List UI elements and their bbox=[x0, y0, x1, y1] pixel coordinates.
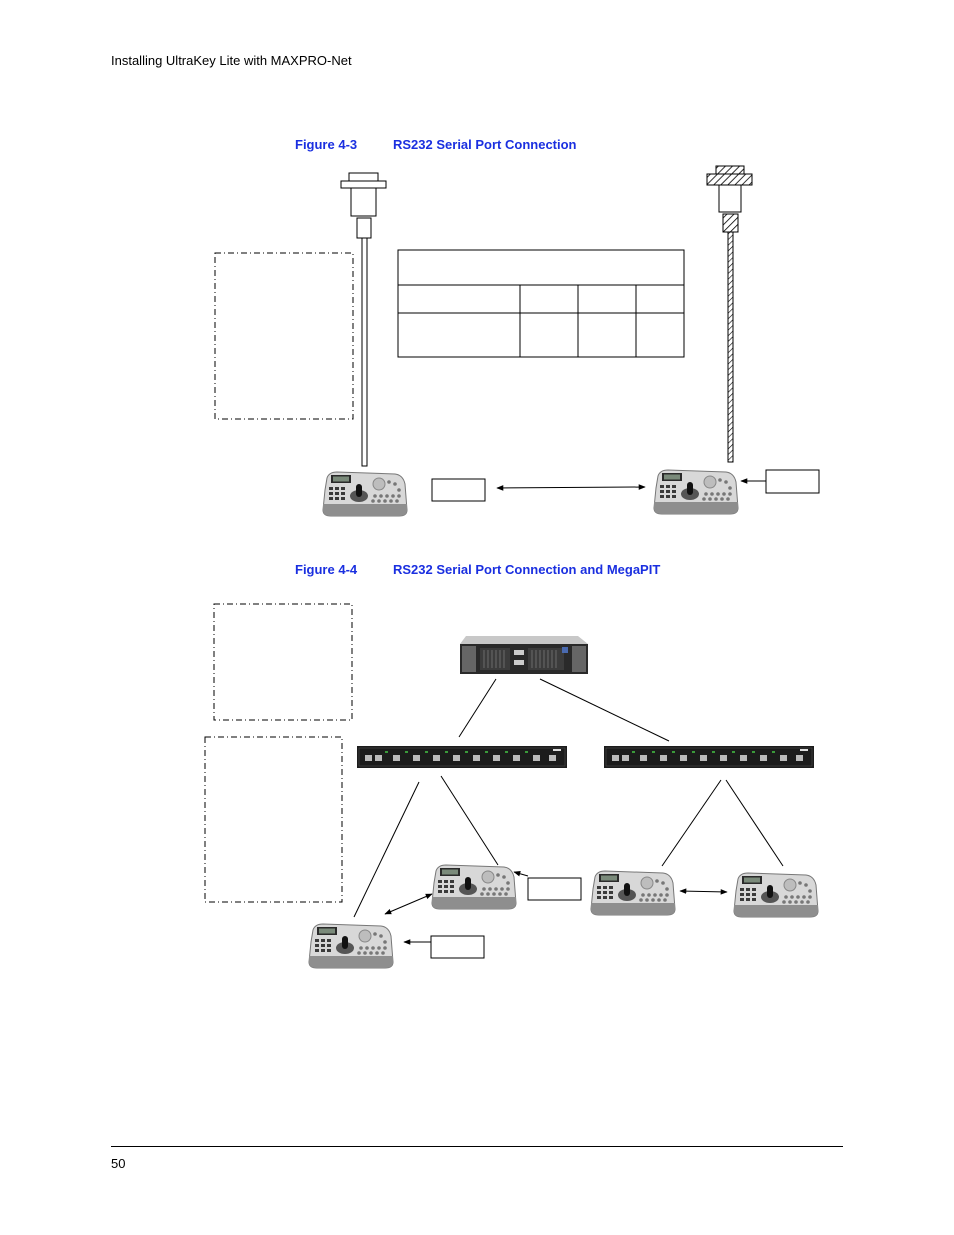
keyboard-image bbox=[308, 923, 394, 969]
pinout-table bbox=[397, 249, 685, 358]
note-box bbox=[204, 736, 343, 903]
connection-line bbox=[539, 678, 670, 742]
label-box bbox=[430, 935, 485, 959]
figure-4-4-number: Figure 4-4 bbox=[295, 562, 358, 577]
label-box bbox=[527, 877, 582, 901]
connection-arrow bbox=[384, 893, 433, 915]
label-box bbox=[431, 478, 486, 502]
connection-line bbox=[440, 775, 499, 866]
connection-line bbox=[353, 781, 420, 918]
figure-4-3-diagram bbox=[214, 165, 820, 517]
figure-4-3-title: RS232 Serial Port Connection bbox=[393, 137, 577, 152]
footer-rule bbox=[111, 1146, 843, 1147]
keyboard-image bbox=[322, 471, 408, 517]
keyboard-image bbox=[431, 864, 517, 910]
connection-line bbox=[458, 678, 497, 738]
keyboard-image bbox=[590, 870, 676, 916]
figure-4-4-diagram bbox=[204, 603, 819, 969]
figure-4-3-caption: Figure 4-3 RS232 Serial Port Connection bbox=[295, 137, 577, 152]
hatched-db9-connector bbox=[706, 165, 753, 463]
running-header: Installing UltraKey Lite with MAXPRO-Net bbox=[111, 53, 352, 68]
figure-4-4-title: RS232 Serial Port Connection and MegaPIT bbox=[393, 562, 661, 577]
keyboard-image bbox=[653, 469, 739, 515]
megapit-image bbox=[356, 745, 568, 769]
keyboard-image bbox=[733, 872, 819, 918]
page-number: 50 bbox=[111, 1156, 126, 1171]
figure-4-4-caption: Figure 4-4 RS232 Serial Port Connection a… bbox=[295, 562, 660, 577]
note-box bbox=[214, 252, 354, 420]
matrix-server-image bbox=[460, 636, 588, 674]
note-box bbox=[213, 603, 353, 721]
plain-db9-connector bbox=[340, 172, 387, 467]
megapit-image bbox=[603, 745, 815, 769]
pointer-arrow bbox=[513, 871, 529, 877]
connection-line bbox=[725, 779, 784, 867]
figure-4-3-number: Figure 4-3 bbox=[295, 137, 358, 152]
label-box bbox=[765, 469, 820, 494]
connection-arrow bbox=[679, 888, 728, 895]
connection-arrow bbox=[496, 484, 646, 491]
connection-line bbox=[661, 779, 722, 867]
